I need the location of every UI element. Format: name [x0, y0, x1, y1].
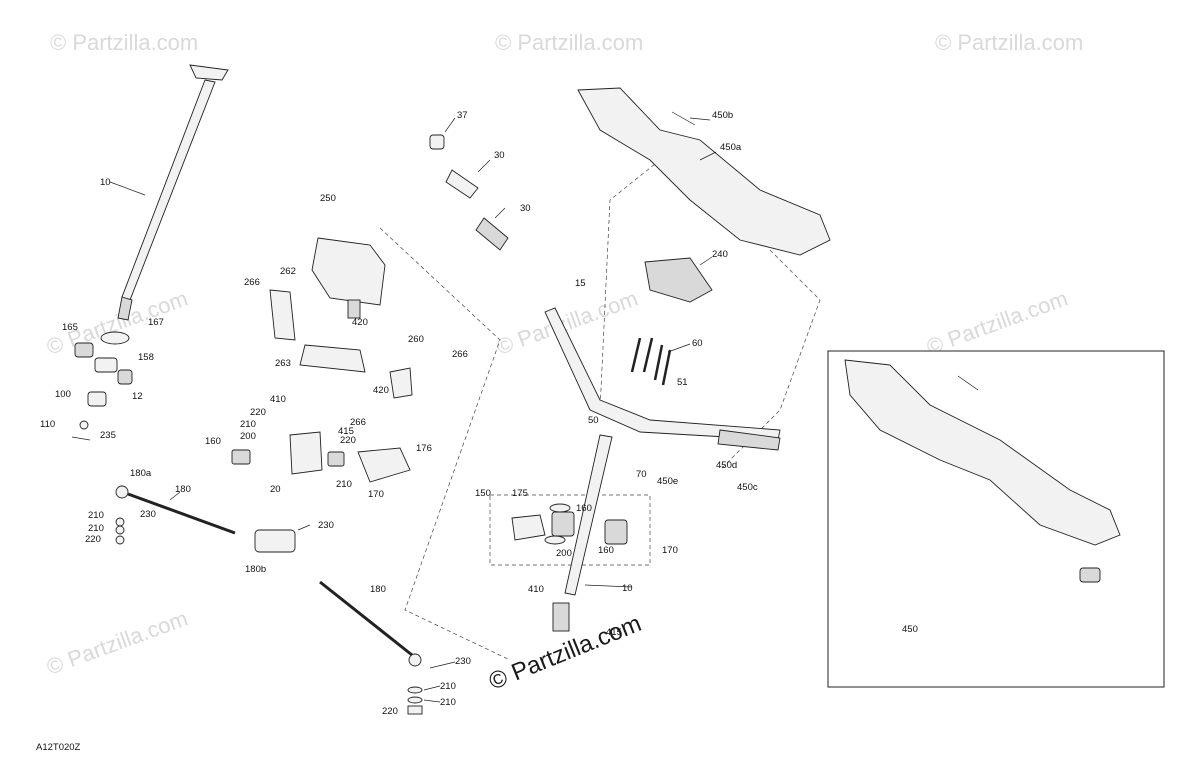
callout: 20 [270, 484, 281, 495]
callout: 415 [338, 426, 354, 437]
callout: 210 [88, 510, 104, 521]
callout: 110 [40, 419, 55, 430]
callout: 420 [373, 385, 389, 396]
callout: 50 [588, 415, 599, 426]
callout: 176 [416, 443, 432, 454]
callout: 450c [737, 482, 758, 493]
callout: 410 [528, 584, 544, 595]
watermark: © Partzilla.com [50, 30, 198, 55]
callout: 260 [408, 334, 424, 345]
callout: 10 [100, 177, 111, 188]
callout: 210 [88, 523, 104, 534]
callout: 51 [677, 377, 688, 388]
callout: 210 [440, 681, 456, 692]
callout: 263 [275, 358, 291, 369]
part-20-lower-bracket [231, 431, 411, 483]
callout: 100 [55, 389, 71, 400]
part-250-power-steering-unit [269, 237, 413, 399]
part-180-tie-rods [115, 485, 423, 715]
callout: 410 [270, 394, 286, 405]
part-450-handguard [577, 87, 831, 256]
callout: 160 [205, 436, 221, 447]
part-165-158-167-group [71, 331, 133, 441]
watermark: © Partzilla.com [43, 606, 191, 680]
callout: 175 [512, 488, 528, 499]
callout: 210 [240, 419, 256, 430]
callout: 450b [712, 110, 733, 121]
callout: 235 [100, 430, 116, 441]
callout: 12 [132, 391, 143, 402]
callout: 170 [368, 489, 384, 500]
callout: 220 [340, 435, 356, 446]
callout: 266 [350, 417, 366, 428]
callout: 450d [716, 460, 737, 471]
callout: 230 [455, 656, 471, 667]
callout: 230 [318, 520, 334, 531]
callout: 220 [85, 534, 101, 545]
callout: 210 [336, 479, 352, 490]
callout: 240 [712, 249, 728, 260]
callout: 37 [457, 110, 468, 121]
callout: 180 [370, 584, 386, 595]
callout: 180a [130, 468, 152, 479]
callout: 450e [657, 476, 678, 487]
callout: 200 [240, 431, 256, 442]
watermark: © Partzilla.com [935, 30, 1083, 55]
watermark: © Partzilla.com [495, 30, 643, 55]
callout: 60 [692, 338, 703, 349]
callout: 220 [250, 407, 266, 418]
callout: 200 [556, 548, 572, 559]
callout: 262 [280, 266, 296, 277]
callout: 70 [636, 469, 647, 480]
callout: 170 [662, 545, 678, 556]
callout: 150 [475, 488, 491, 499]
label-leaders [169, 117, 717, 703]
part-175-clamp-group [511, 503, 628, 545]
watermark: © Partzilla.com [923, 286, 1071, 360]
callout: 230 [140, 509, 156, 520]
diagram-code: A12T020Z [36, 742, 81, 753]
callout-labels: 10 167 165 158 100 12 110 235 180a 180 2… [40, 110, 918, 717]
inset-panel-450 [827, 350, 1165, 688]
callout: 420 [352, 317, 368, 328]
callout: 15 [575, 278, 586, 289]
callout: 180b [245, 564, 266, 575]
part-240-cover [644, 257, 713, 303]
callout: 165 [62, 322, 78, 333]
callout: 10 [622, 583, 633, 594]
callout: 220 [382, 706, 398, 717]
callout: 158 [138, 352, 154, 363]
callout: 250 [320, 193, 336, 204]
callout: 160 [576, 503, 592, 514]
callout: 266 [452, 349, 468, 360]
callout: 180 [175, 484, 191, 495]
callout: 167 [148, 317, 164, 328]
callout: 266 [244, 277, 260, 288]
callout: 415 [606, 627, 622, 638]
part-10-steering-column [109, 64, 229, 321]
callout: 30 [494, 150, 505, 161]
callout: 160 [598, 545, 614, 556]
callout: 210 [440, 697, 456, 708]
callout: 450 [902, 624, 918, 635]
callout: 450a [720, 142, 742, 153]
handlebar-assembly [429, 134, 781, 632]
part-60-bolts [630, 337, 672, 386]
callout: 30 [520, 203, 531, 214]
